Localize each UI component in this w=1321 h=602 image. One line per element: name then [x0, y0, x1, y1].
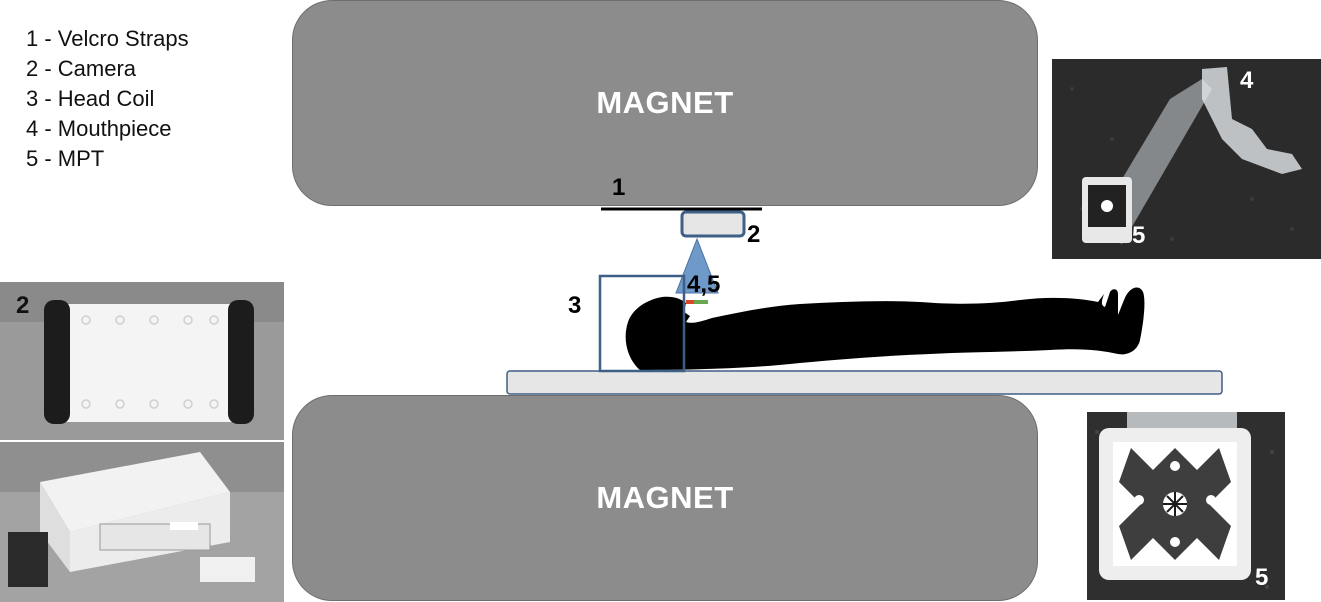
mouthpiece-marker-red	[686, 300, 694, 304]
magnet-bottom: MAGNET	[292, 395, 1038, 601]
camera-top-photo: 2	[0, 282, 284, 440]
camera-box	[680, 210, 746, 238]
mpt-closeup-illustration	[1087, 412, 1285, 600]
head-coil	[598, 274, 686, 373]
camera-field-of-view	[675, 237, 719, 294]
legend-item-head-coil: 3 - Head Coil	[26, 86, 155, 111]
magnet-top-label: MAGNET	[596, 85, 734, 120]
label-head-coil: 3	[568, 292, 582, 319]
mouthpiece-photo-label-4: 4	[1240, 67, 1254, 94]
label-camera: 2	[747, 221, 761, 248]
mouthpiece-illustration	[1052, 59, 1321, 259]
legend-item-mouthpiece: 4 - Mouthpiece	[26, 116, 172, 141]
legend: 1 - Velcro Straps 2 - Camera 3 - Head Co…	[26, 24, 189, 174]
legend-item-mpt: 5 - MPT	[26, 146, 105, 171]
camera-top-illustration	[0, 282, 284, 440]
mouthpiece-photo-label-5: 5	[1132, 222, 1146, 249]
camera-side-illustration	[0, 442, 284, 602]
label-mouthpiece-mpt: 4,5	[687, 271, 721, 298]
mpt-closeup-label-5: 5	[1255, 564, 1269, 591]
mouthpiece-photo: 4 5	[1052, 59, 1321, 259]
legend-item-velcro: 1 - Velcro Straps	[26, 26, 189, 51]
magnet-top: MAGNET	[292, 0, 1038, 206]
magnet-bottom-label: MAGNET	[596, 480, 734, 515]
mpt-closeup-photo: 5	[1087, 412, 1285, 600]
camera-side-photo	[0, 442, 284, 602]
camera-top-label-2: 2	[16, 292, 30, 319]
patient-table	[506, 370, 1223, 395]
label-velcro: 1	[612, 174, 626, 201]
patient-silhouette	[625, 287, 1145, 370]
legend-item-camera: 2 - Camera	[26, 56, 137, 81]
mpt-marker-green	[694, 300, 708, 304]
